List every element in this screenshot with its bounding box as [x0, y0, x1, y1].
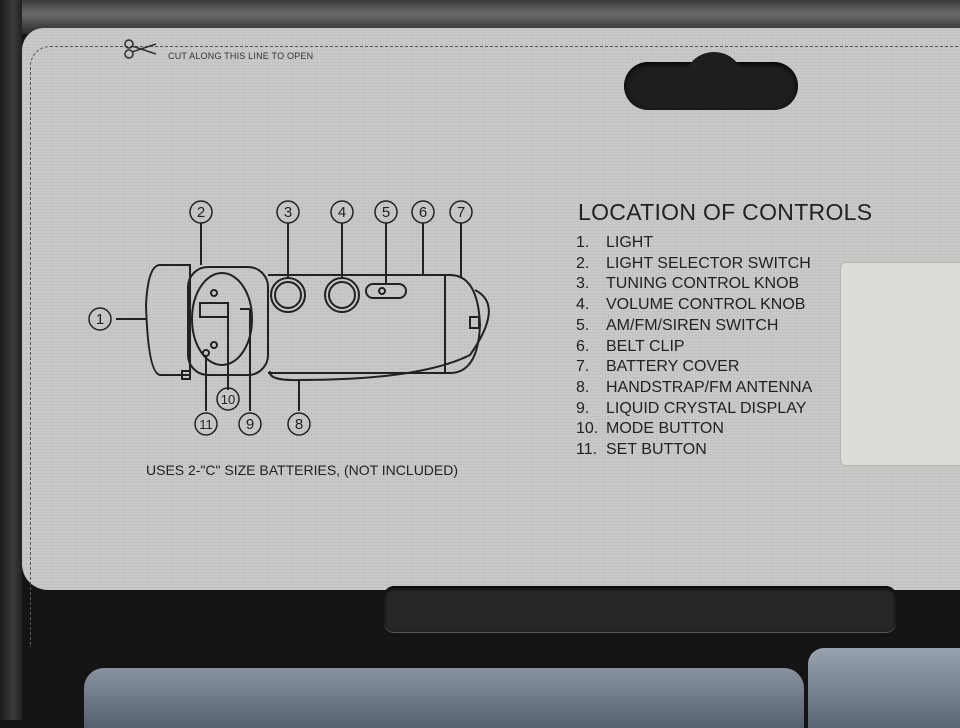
plastic-slot	[384, 586, 896, 632]
list-item: 7.BATTERY COVER	[576, 358, 740, 376]
light-head	[144, 264, 191, 376]
price-sticker	[840, 262, 960, 466]
controls-list: 1.LIGHT 2.LIGHT SELECTOR SWITCH 3.TUNING…	[576, 233, 812, 461]
callout-6: 6	[411, 200, 435, 224]
svg-text:10: 10	[221, 392, 235, 407]
product-body-bottom-right	[808, 648, 960, 728]
tuning-knob	[270, 277, 306, 313]
list-item: 9.LIQUID CRYSTAL DISPLAY	[576, 399, 807, 417]
blister-plastic-left	[0, 0, 22, 720]
callout-11: 11	[194, 412, 218, 436]
list-item: 1.LIGHT	[576, 234, 654, 251]
callout-3: 3	[276, 200, 300, 224]
svg-text:4: 4	[338, 204, 346, 221]
callout-10: 10	[216, 387, 240, 411]
list-item: 11.SET BUTTON	[576, 441, 707, 459]
svg-text:7: 7	[457, 204, 465, 221]
svg-text:11: 11	[199, 417, 213, 432]
flashlight-radio-diagram: 1 2 3 4 5 6 7 8 9 10 11	[88, 200, 490, 436]
svg-text:5: 5	[382, 204, 390, 221]
product-body-bottom	[84, 668, 804, 728]
svg-text:9: 9	[246, 416, 254, 433]
callout-7: 7	[449, 200, 473, 224]
callout-9: 9	[238, 412, 262, 436]
svg-text:6: 6	[419, 204, 427, 221]
list-item: 10.MODE BUTTON	[576, 420, 724, 438]
list-item: 3.TUNING CONTROL KNOB	[576, 275, 800, 293]
scissors-icon	[124, 39, 157, 59]
callout-1: 1	[88, 307, 112, 331]
lcd-panel	[191, 272, 253, 366]
handstrap	[268, 289, 490, 382]
hang-hole	[624, 52, 798, 110]
list-item: 4.VOLUME CONTROL KNOB	[576, 296, 806, 314]
callout-4: 4	[330, 200, 354, 224]
callout-5: 5	[374, 200, 398, 224]
svg-text:1: 1	[96, 311, 104, 328]
controls-heading: LOCATION OF CONTROLS	[578, 199, 873, 225]
svg-text:8: 8	[295, 416, 303, 433]
callout-2: 2	[189, 200, 213, 224]
svg-text:3: 3	[284, 204, 292, 221]
packaging-card	[22, 28, 960, 590]
battery-note: USES 2-"C" SIZE BATTERIES, (NOT INCLUDED…	[146, 462, 459, 478]
cut-instruction: CUT ALONG THIS LINE TO OPEN	[168, 51, 314, 61]
callout-8: 8	[287, 412, 311, 436]
list-item: 8.HANDSTRAP/FM ANTENNA	[576, 378, 813, 396]
volume-knob	[324, 277, 360, 313]
lcd-screen	[199, 302, 229, 318]
cut-line	[30, 46, 960, 647]
list-item: 2.LIGHT SELECTOR SWITCH	[576, 254, 811, 272]
list-item: 5.AM/FM/SIREN SWITCH	[576, 316, 779, 334]
svg-text:2: 2	[197, 204, 205, 221]
list-item: 6.BELT CLIP	[576, 337, 685, 355]
